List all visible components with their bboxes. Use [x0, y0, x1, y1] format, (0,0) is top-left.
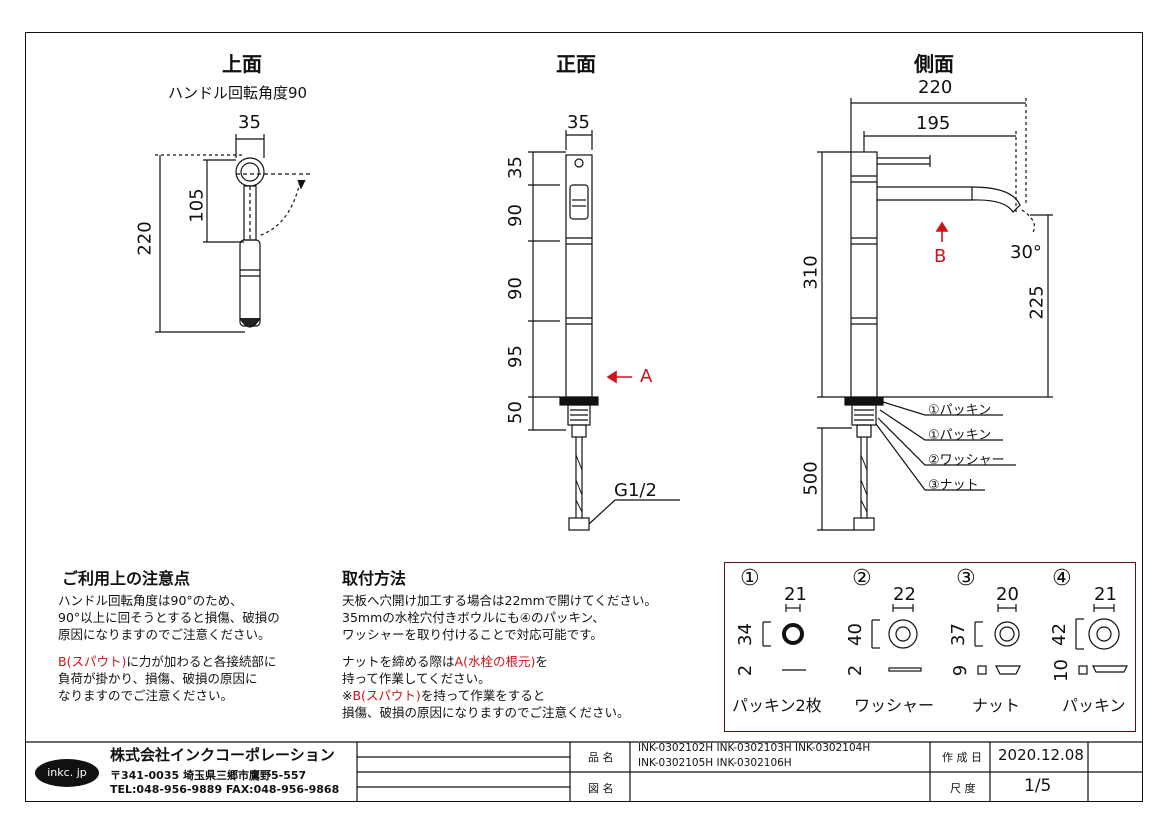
part-2-thickness: 2: [845, 664, 867, 677]
part-4-num: ④: [1052, 566, 1072, 591]
top-dim-handle: 105: [186, 188, 208, 223]
part-3-thickness: 9: [950, 664, 972, 677]
created-date: 2020.12.08: [998, 746, 1084, 764]
usage-b-line: なりますのでご注意ください。: [58, 688, 234, 703]
top-view-title: 上面: [222, 52, 262, 76]
part-1-name: パッキン2枚: [732, 696, 822, 715]
usage-b-line: 負荷が掛かり、損傷、破損の原因に: [58, 671, 258, 686]
part-1-outer: 34: [734, 623, 756, 646]
side-dim-spout: 195: [916, 113, 951, 134]
part-3-diameter: 20: [996, 584, 1019, 605]
install-b-line2: 損傷、破損の原因になりますのでご注意ください。: [342, 705, 630, 720]
products-line1: INK-0302102H INK-0302103H INK-0302104H: [638, 742, 871, 754]
front-arrow-label: A: [640, 366, 653, 387]
part-2-num: ②: [852, 566, 872, 591]
side-spout: [877, 186, 1021, 213]
front-dim-width: 35: [567, 112, 590, 133]
usage-line: 90°以上に回そうとすると損傷、破損の: [58, 610, 280, 625]
install-line: 天板へ穴開け加工する場合は22mmで開けてください。: [342, 593, 657, 608]
front-fitting: [568, 517, 590, 531]
install-nut-line2: 持って作業してください。: [342, 671, 491, 686]
label-product: 品 名: [588, 751, 614, 764]
company-logo: inkc. jp: [35, 759, 99, 787]
part-1-num: ①: [740, 566, 760, 591]
usage-line: 原因になりますのでご注意ください。: [58, 627, 271, 642]
top-view-subtitle: ハンドル回転角度90: [168, 84, 308, 102]
side-dim-body: 310: [800, 255, 822, 290]
part-4-name: パッキン: [1062, 696, 1126, 715]
side-dim-hose: 500: [800, 461, 822, 496]
part-2-diameter: 22: [893, 584, 916, 605]
callout-4: ③ナット: [928, 478, 979, 493]
side-view-title: 側面: [914, 52, 954, 76]
front-dim-v2: 90: [504, 204, 526, 227]
callout-2: ①パッキン: [928, 428, 992, 443]
title-block-grid: [25, 741, 1143, 802]
company-address: 〒341-0035 埼玉県三郷市鷹野5-557: [110, 769, 307, 782]
part-1-thickness: 2: [735, 664, 757, 677]
part-4-diameter: 21: [1094, 584, 1117, 605]
top-handle-ring-outer: [235, 157, 265, 187]
usage-b-line: に力が加わると各接続部に: [126, 654, 277, 669]
part-2-outer: 40: [844, 623, 866, 646]
parts-box: [724, 562, 1136, 732]
thread-label: G1/2: [614, 480, 657, 501]
install-line: ワッシャーを取り付けることで対応可能です。: [342, 627, 603, 642]
part-3-outer: 37: [947, 623, 969, 646]
side-arrow-label: B: [934, 246, 947, 267]
install-b-pre: ※: [342, 688, 353, 703]
install-title: 取付方法: [342, 569, 407, 588]
usage-notes: ハンドル回転角度は90°のため、 90°以上に回そうとすると損傷、破損の 原因に…: [58, 592, 280, 704]
callout-1: ①パッキン: [928, 403, 992, 418]
part-2-name: ワッシャー: [854, 696, 935, 715]
top-dim-width: 35: [238, 112, 261, 133]
side-dim-total: 220: [918, 77, 953, 98]
part-3-num: ③: [956, 566, 976, 591]
label-drawing: 図 名: [588, 782, 614, 795]
company-phone: TEL:048-956-9889 FAX:048-956-9868: [110, 783, 340, 796]
label-scale: 尺 度: [950, 782, 976, 795]
part-symbols: [762, 604, 1128, 675]
top-spout: [239, 239, 261, 327]
drawing-frame: [25, 32, 1143, 802]
install-notes: 天板へ穴開け加工する場合は22mmで開けてください。 35mmの水栓穴付きボウル…: [342, 592, 657, 721]
side-body: [850, 151, 878, 398]
install-b-red: B(スパウト): [352, 688, 421, 703]
front-view-title: 正面: [556, 52, 596, 76]
usage-title: ご利用上の注意点: [62, 569, 191, 588]
install-line: 35mmの水栓穴付きボウルにも④のパッキン、: [342, 610, 605, 625]
top-dim-height: 220: [134, 221, 156, 256]
front-dim-v3: 90: [504, 277, 526, 300]
part-3-name: ナット: [972, 696, 1021, 715]
install-b-post: を持って作業をすると: [420, 688, 546, 703]
part-4-outer: 42: [1048, 623, 1070, 646]
install-nut-post: を: [535, 654, 548, 669]
part-1-diameter: 21: [784, 584, 807, 605]
label-created: 作 成 日: [942, 751, 982, 764]
front-dim-v5: 50: [504, 401, 526, 424]
top-handle-ring-inner: [240, 162, 260, 182]
side-dim-spout-height: 225: [1026, 285, 1048, 320]
usage-b-label: B(スパウト): [58, 654, 127, 669]
front-dim-v1: 35: [504, 156, 526, 179]
company-name: 株式会社インクコーポレーション: [110, 746, 335, 764]
install-nut-red: A(水栓の根元): [454, 654, 536, 669]
front-dim-v4: 95: [504, 345, 526, 368]
scale-value: 1/5: [1024, 776, 1052, 796]
install-nut-pre: ナットを締める際は: [342, 654, 455, 669]
angle-label: 30°: [1010, 242, 1042, 263]
part-4-thickness: 10: [1050, 659, 1072, 682]
products-line2: INK-0302105H INK-0302106H: [638, 757, 792, 769]
usage-line: ハンドル回転角度は90°のため、: [58, 593, 243, 608]
callout-3: ②ワッシャー: [928, 453, 1005, 468]
